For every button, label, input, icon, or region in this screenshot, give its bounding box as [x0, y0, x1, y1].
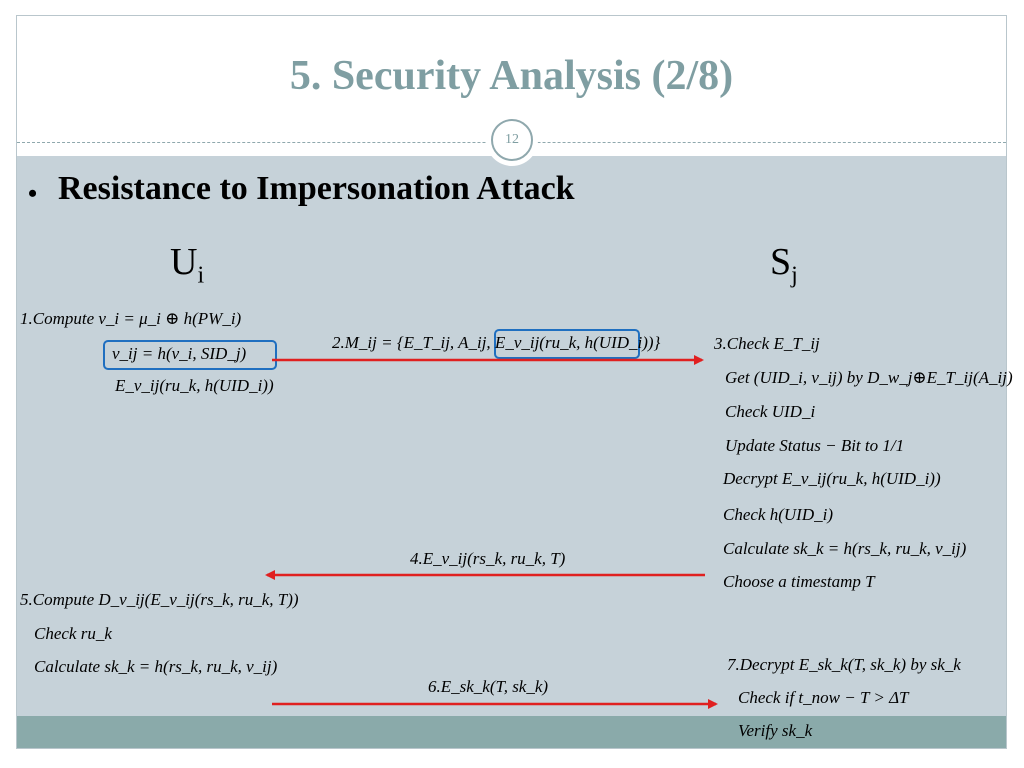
user-step5-line3: Calculate sk_k = h(rs_k, ru_k, v_ij): [34, 657, 278, 676]
bullet-dot-icon: •: [28, 179, 38, 208]
highlight-box-ev: [494, 329, 640, 359]
party-server-sub: j: [791, 262, 798, 289]
server-step3-line6: Check h(UID_i): [723, 505, 833, 524]
user-step5-line2: Check ru_k: [34, 624, 112, 643]
user-step1-line1: 1.Compute v_i = μ_i ⊕ h(PW_i): [20, 309, 242, 328]
page-number-badge: 12: [491, 119, 533, 161]
party-server-base: S: [770, 241, 792, 283]
server-step7-line3: Verify sk_k: [738, 721, 813, 740]
party-user-label: Ui: [170, 240, 204, 290]
highlight-box-vij: [103, 340, 277, 370]
party-server-label: Sj: [770, 240, 798, 290]
slide-frame: [16, 15, 1007, 749]
server-step3-line8: Choose a timestamp T: [723, 572, 875, 591]
user-step5-line1: 5.Compute D_v_ij(E_v_ij(rs_k, ru_k, T)): [20, 590, 299, 609]
message-4: 4.E_v_ij(rs_k, ru_k, T): [410, 549, 566, 568]
party-user-base: U: [170, 241, 198, 283]
server-step3-line3: Check UID_i: [725, 402, 816, 421]
server-step7-line1: 7.Decrypt E_sk_k(T, sk_k) by sk_k: [727, 655, 961, 674]
bullet-heading: Resistance to Impersonation Attack: [58, 170, 575, 207]
content-area: [17, 156, 1006, 716]
server-step3-line7: Calculate sk_k = h(rs_k, ru_k, v_ij): [723, 539, 967, 558]
server-step7-line2: Check if t_now − T > ΔT: [738, 688, 909, 707]
user-step1-line3: E_v_ij(ru_k, h(UID_i)): [115, 376, 274, 395]
slide-title: 5. Security Analysis (2/8): [289, 53, 734, 99]
footer-bar: [17, 716, 1006, 749]
message-2: 2.M_ij = {E_T_ij, A_ij, E_v_ij(ru_k, h(U…: [332, 333, 661, 352]
server-step3-line5: Decrypt E_v_ij(ru_k, h(UID_i)): [723, 469, 941, 488]
server-step3-line1: 3.Check E_T_ij: [714, 334, 820, 353]
server-step3-line4: Update Status − Bit to 1/1: [725, 436, 905, 455]
message-6: 6.E_sk_k(T, sk_k): [428, 677, 549, 696]
server-step3-line2: Get (UID_i, v_ij) by D_w_j⊕E_T_ij(A_ij): [725, 368, 1013, 387]
party-user-sub: i: [197, 262, 205, 289]
user-step1-line2: v_ij = h(v_i, SID_j): [112, 344, 247, 363]
